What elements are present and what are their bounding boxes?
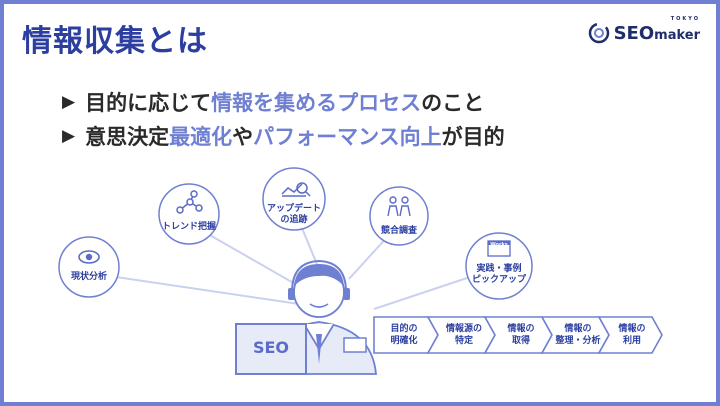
- step-2-line2: 特定: [454, 336, 473, 346]
- circle-competitor-research: [369, 186, 429, 246]
- laptop: [235, 323, 307, 375]
- logo-swirl-icon: [588, 22, 609, 44]
- network-icon: [176, 190, 203, 214]
- circle-update-tracking: [262, 167, 326, 231]
- step-2-label: 情報源の 特定: [436, 323, 492, 347]
- step-2-line1: 情報源の: [445, 324, 482, 334]
- bullet-1-highlight: 情報を集めるプロセス: [211, 91, 422, 115]
- triangle-icon: ▶: [62, 126, 76, 146]
- bullet-2-post: が目的: [441, 125, 505, 149]
- circle-label-update-tracking: アップデート の追跡: [264, 204, 324, 226]
- bullet-1: ▶ 目的に応じて情報を集めるプロセスのこと: [62, 87, 484, 117]
- page-title: 情報収集とは: [22, 24, 208, 59]
- circle-trend: [158, 183, 220, 245]
- bullet-2-highlight-2: パフォーマンス向上: [253, 125, 442, 149]
- process-steps: [373, 316, 663, 354]
- step-5-label: 情報の 利用: [604, 323, 660, 347]
- bullet-2-pre: 意思決定: [85, 125, 170, 149]
- chart-search-icon: [281, 182, 311, 197]
- bullet-2-highlight-1: 最適化: [169, 125, 233, 149]
- slide: 情報収集とは TOKYO SEOmaker ▶ 目的に応じて情報を集めるプロセス…: [4, 4, 716, 402]
- circle-label-case-line2: ピックアップ: [471, 275, 526, 285]
- works-badge-label: Works: [490, 242, 508, 248]
- step-3-label: 情報の 取得: [493, 323, 549, 347]
- logo-main: SEO: [613, 22, 655, 44]
- bullet-2-mid: や: [232, 125, 254, 149]
- bullet-2: ▶ 意思決定最適化やパフォーマンス向上が目的: [62, 121, 505, 151]
- circle-label-case-pickup: 実践・事例 ピックアップ: [469, 264, 529, 286]
- step-3-line2: 取得: [511, 336, 530, 346]
- step-4-line2: 整理・分析: [555, 336, 601, 346]
- triangle-icon: ▶: [62, 92, 76, 112]
- step-5-line1: 情報の: [618, 324, 646, 334]
- bullet-1-post: のこと: [421, 91, 485, 115]
- step-5-line2: 利用: [622, 336, 641, 346]
- circle-case-pickup: [465, 232, 533, 300]
- step-1-line1: 目的の: [390, 324, 418, 334]
- step-1-line2: 明確化: [390, 336, 418, 346]
- works-browser-icon: [487, 240, 511, 257]
- logo-sub: maker: [654, 27, 700, 43]
- step-4-line1: 情報の: [564, 324, 592, 334]
- circle-label-competitor: 競合調査: [380, 226, 417, 236]
- step-4-label: 情報の 整理・分析: [547, 323, 609, 347]
- process-diagram: [58, 167, 663, 375]
- logo-text: TOKYO SEOmaker: [613, 16, 700, 44]
- eye-icon: [78, 250, 100, 264]
- people-icon: [387, 196, 411, 217]
- laptop-label: SEO: [252, 338, 290, 357]
- circle-label-update-line2: の追跡: [280, 215, 308, 225]
- circle-label-trend: トレンド把握: [161, 222, 216, 232]
- circle-label-update-line1: アップデート: [266, 204, 321, 214]
- bullet-1-pre: 目的に応じて: [85, 91, 212, 115]
- step-3-line1: 情報の: [507, 324, 535, 334]
- circle-current-analysis: [58, 236, 120, 298]
- step-1-label: 目的の 明確化: [376, 323, 432, 347]
- circle-label-current-analysis: 現状分析: [70, 272, 107, 282]
- logo-tokyo: TOKYO: [670, 15, 700, 22]
- circle-label-case-line1: 実践・事例: [476, 264, 522, 274]
- logo: TOKYO SEOmaker: [588, 16, 700, 44]
- step-5-shape: [597, 316, 663, 354]
